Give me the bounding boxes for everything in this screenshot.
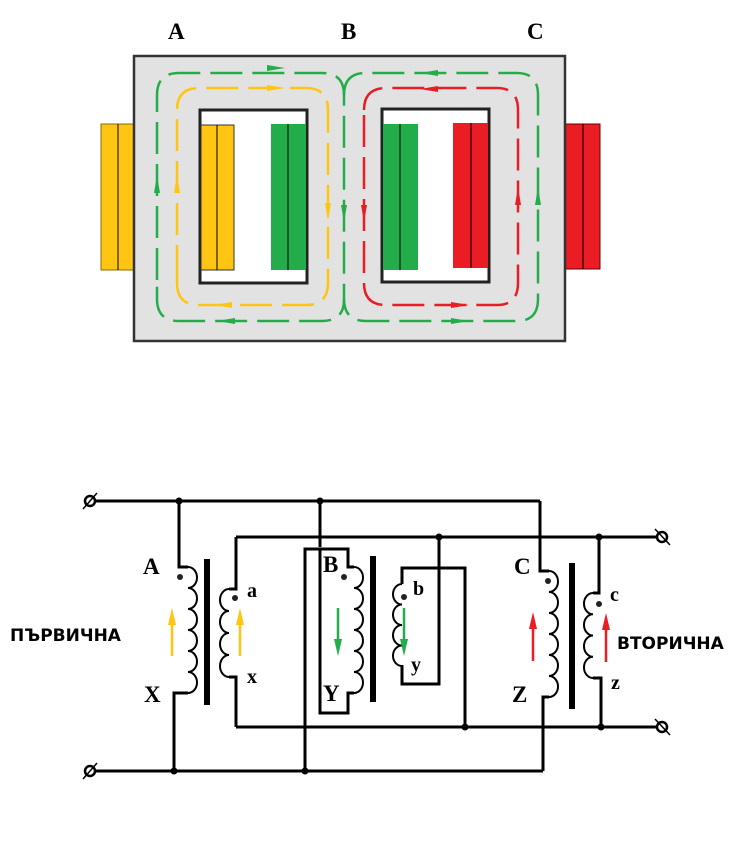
flux-arrows bbox=[154, 65, 541, 324]
arrow-icon bbox=[217, 318, 235, 324]
terminal-label-z: z bbox=[611, 672, 620, 694]
core-diagram: A B C bbox=[100, 19, 601, 343]
terminal-label-a: a bbox=[247, 580, 257, 602]
arrow-icon bbox=[267, 85, 285, 91]
arrow-up-icon bbox=[602, 613, 610, 662]
terminal-label-y: y bbox=[411, 654, 421, 676]
primary-terminal-bottom[interactable] bbox=[82, 762, 98, 780]
wiring bbox=[95, 499, 657, 773]
inner-coil-a bbox=[200, 124, 235, 271]
arrow-icon bbox=[341, 205, 347, 222]
winding-a bbox=[219, 588, 230, 678]
arrow-icon bbox=[451, 302, 469, 308]
secondary-terminal-bottom[interactable] bbox=[654, 718, 671, 736]
primary-label: ПЪРВИЧНА bbox=[10, 626, 122, 646]
inner-coil-b-left bbox=[271, 124, 306, 270]
circuit-diagram: A X a x B Y b y C Z c z ПЪРВИЧНА ВТОРИЧН… bbox=[10, 492, 725, 780]
arrow-icon bbox=[515, 187, 521, 205]
terminal-label-Z: Z bbox=[512, 682, 527, 707]
terminal-label-c: c bbox=[610, 584, 619, 606]
arrow-icon bbox=[154, 175, 160, 193]
polarity-dots bbox=[177, 574, 602, 607]
terminal-label-X: X bbox=[144, 682, 161, 707]
terminal-label-b: b bbox=[413, 578, 424, 600]
secondary-label: ВТОРИЧНА bbox=[617, 634, 725, 654]
arrow-icon bbox=[361, 205, 367, 222]
core-bars bbox=[204, 556, 575, 709]
limb-label-b: B bbox=[341, 19, 356, 44]
secondary-terminal-top[interactable] bbox=[654, 528, 671, 546]
arrow-icon bbox=[174, 175, 180, 193]
primary-terminal-top[interactable] bbox=[82, 492, 98, 510]
winding-A bbox=[187, 566, 198, 694]
arrow-icon bbox=[420, 70, 438, 76]
terminal-label-A: A bbox=[143, 554, 160, 579]
arrow-icon bbox=[325, 203, 331, 220]
arrow-icon bbox=[420, 86, 438, 92]
arrow-icon bbox=[535, 187, 541, 205]
winding-B bbox=[353, 566, 364, 694]
junction-dots bbox=[170, 497, 605, 775]
arrow-up-icon bbox=[529, 612, 537, 661]
arrow-down-icon bbox=[334, 608, 342, 656]
terminal-label-B: B bbox=[323, 552, 338, 577]
terminal-label-C: C bbox=[514, 554, 531, 579]
windings bbox=[187, 566, 594, 698]
arrow-up-icon bbox=[236, 608, 244, 656]
arrow-up-icon bbox=[168, 608, 176, 656]
outer-coil-a bbox=[100, 123, 136, 271]
limb-label-c: C bbox=[527, 19, 544, 44]
flux-path-a bbox=[175, 86, 330, 307]
outer-coil-c bbox=[564, 123, 601, 270]
winding-c bbox=[583, 592, 594, 679]
terminal-label-Y: Y bbox=[323, 681, 340, 706]
inner-coil-c bbox=[453, 123, 488, 268]
current-arrows bbox=[168, 608, 610, 662]
arrow-icon bbox=[214, 302, 232, 308]
flux-path-c bbox=[362, 86, 520, 307]
winding-C bbox=[548, 570, 559, 698]
arrow-icon bbox=[451, 318, 469, 324]
inner-coil-b-right bbox=[383, 124, 418, 270]
terminal-label-x: x bbox=[247, 666, 257, 688]
arrow-icon bbox=[267, 65, 285, 71]
limb-label-a: A bbox=[168, 19, 185, 44]
arrow-down-icon bbox=[400, 608, 408, 656]
winding-b bbox=[392, 583, 403, 667]
